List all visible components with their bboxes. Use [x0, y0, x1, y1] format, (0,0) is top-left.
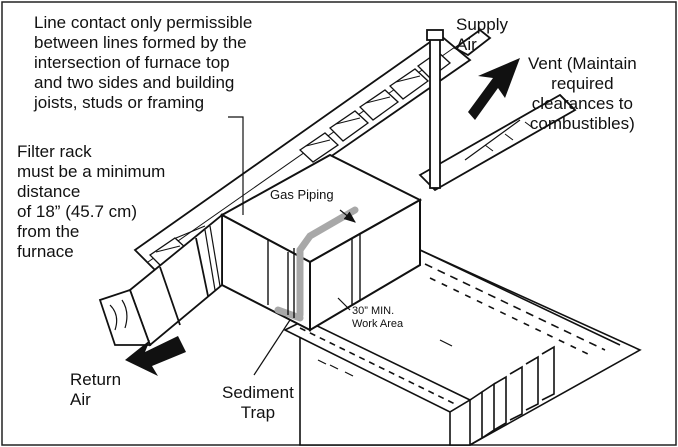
return-air-line-1: Return	[70, 370, 122, 389]
filter-rack-note: Filter rack must be a minimum distance o…	[17, 142, 165, 262]
line-contact-note: Line contact only permissible between li…	[34, 13, 252, 113]
supply-air-arrow	[468, 58, 520, 120]
leader-lines	[175, 116, 521, 376]
line-contact-line-2: between lines formed by the	[34, 33, 247, 52]
gas-piping	[274, 206, 359, 322]
filter-rack	[204, 225, 221, 291]
line-contact-line-3: intersection of furnace top	[34, 53, 230, 72]
supply-air-line-2: Air	[456, 35, 477, 54]
supply-air-label: Supply Air	[456, 15, 508, 55]
return-air-label: Return Air	[70, 370, 121, 410]
sediment-trap-label: Sediment Trap	[222, 383, 294, 423]
work-area-line-2: Work Area	[352, 318, 404, 330]
line-contact-line-4: and two sides and building	[34, 73, 235, 92]
gas-piping-label: Gas Piping	[270, 187, 334, 202]
filter-rack-line-3: distance	[17, 182, 81, 201]
floor-joists	[283, 249, 621, 446]
attic-floor-platform	[283, 249, 642, 446]
return-air-line-2: Air	[70, 390, 91, 409]
filter-rack-line-5: from the	[17, 222, 80, 241]
return-duct	[98, 213, 223, 347]
vent-line-3: clearances to	[531, 94, 633, 113]
vent-label: Vent (Maintain required clearances to co…	[528, 54, 637, 134]
filter-rack-line-2: must be a minimum	[17, 162, 166, 181]
filter-rack-line-4: of 18” (45.7 cm)	[17, 202, 137, 221]
line-contact-line-5: joists, studs or framing	[34, 93, 205, 112]
filter-rack-line-1: Filter rack	[17, 142, 92, 161]
sediment-trap-line-2: Trap	[240, 403, 276, 422]
work-area-line-1: 30” MIN.	[352, 305, 395, 317]
vent-line-1: Vent (Maintain	[528, 54, 637, 73]
sediment-dashes	[317, 359, 354, 377]
roof-rafters	[133, 28, 492, 277]
vent-line-4: combustibles)	[529, 114, 635, 133]
pipe-drops	[287, 248, 295, 318]
filter-rack-line-6: furnace	[17, 242, 74, 261]
supply-air-line-1: Supply	[456, 15, 508, 34]
work-area-label: 30” MIN. Work Area	[352, 305, 403, 331]
return-air-arrow	[125, 336, 186, 376]
line-contact-line-1: Line contact only permissible	[34, 13, 253, 32]
supply-air-pipe	[426, 29, 444, 189]
vent-line-2: required	[551, 74, 614, 93]
sediment-trap-line-1: Sediment	[222, 383, 294, 402]
